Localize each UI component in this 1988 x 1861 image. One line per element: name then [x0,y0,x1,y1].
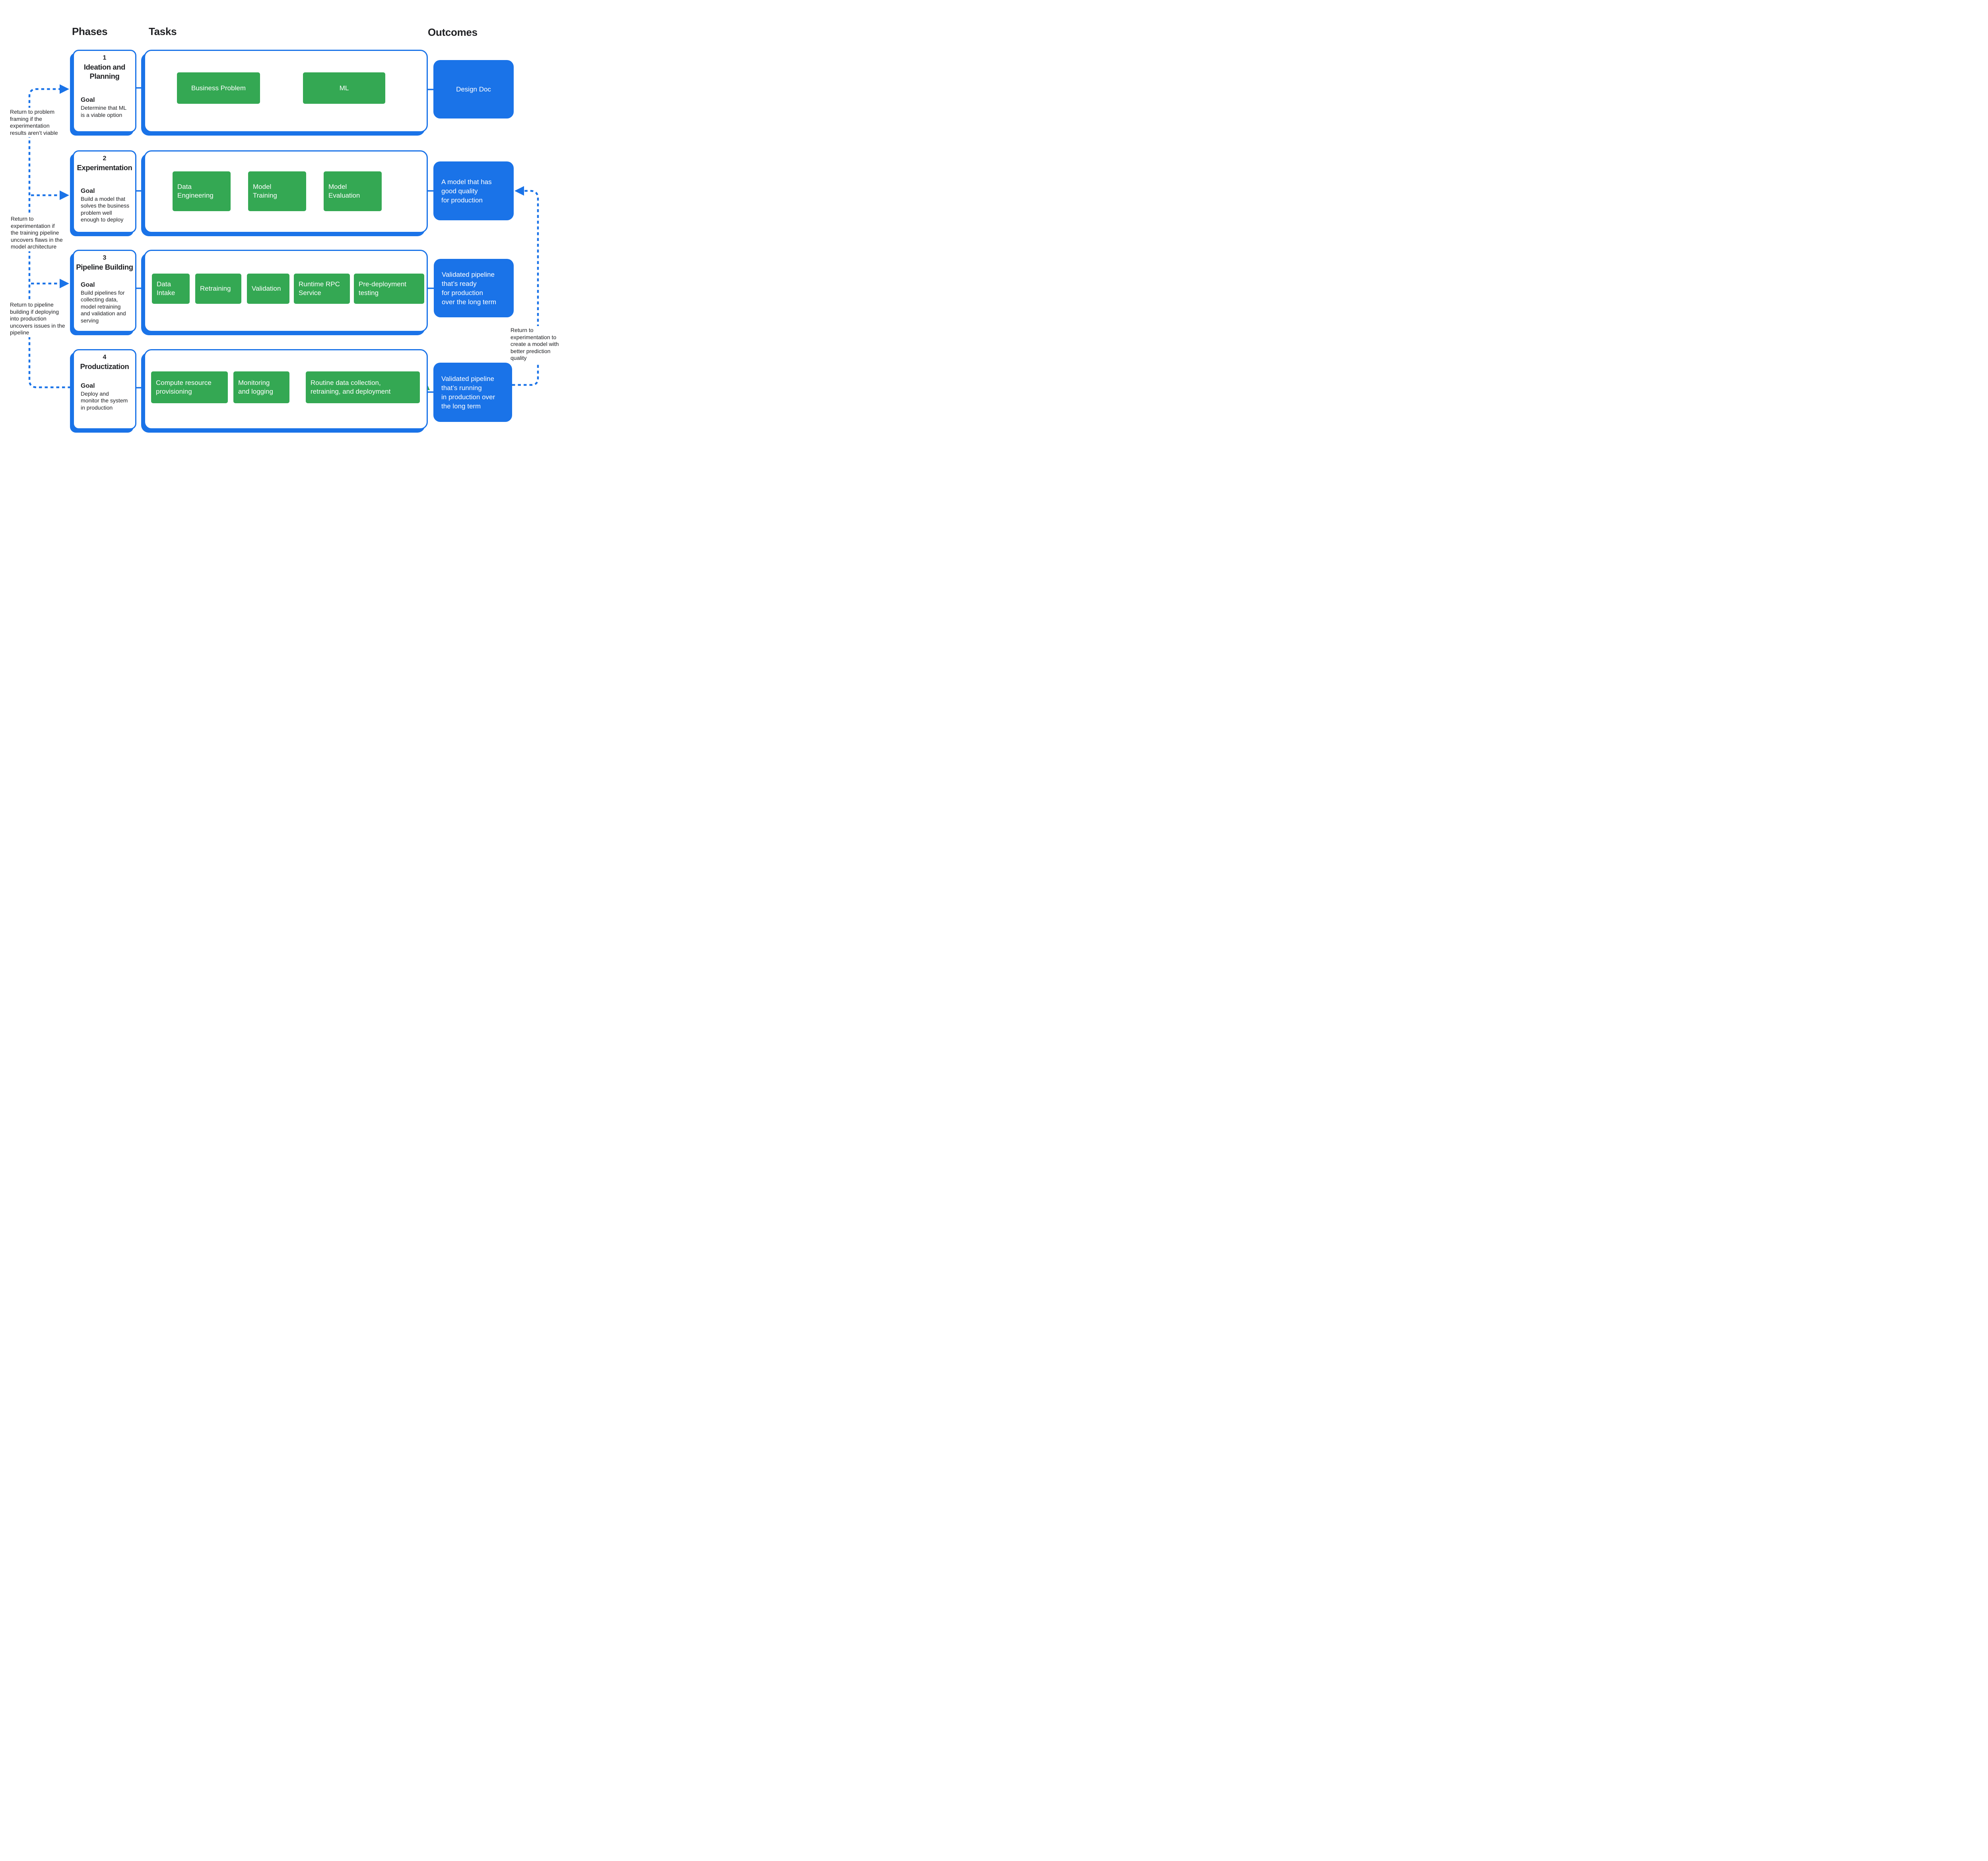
task-label: Retraining [200,285,231,293]
task-validation: Validation [247,274,289,304]
task-monitoring-logging: Monitoring and logging [233,371,289,403]
task-data-engineering: Data Engineering [173,171,231,211]
outcome-label: Validated pipeline that’s ready for prod… [442,270,497,306]
note-return-experimentation-right: Return to experimentation to create a mo… [511,326,560,363]
task-model-training: Model Training [248,171,306,211]
task-retraining: Retraining [195,274,241,304]
goal-text: Build pipelines for collecting data, mod… [81,289,126,324]
task-label: Model Training [253,183,277,199]
task-compute-resource-provisioning: Compute resource provisioning [151,371,228,403]
task-routine-collection-retraining-deployment: Routine data collection, retraining, and… [306,371,420,403]
outcome-label: Validated pipeline that’s running in pro… [441,375,495,410]
phase-number: 2 [103,155,107,162]
outcome-label: A model that has good quality for produc… [441,178,492,204]
phase-goal: Goal Build a model that solves the busin… [74,188,135,223]
outcomes-column-header: Outcomes [428,26,478,38]
note-return-pipeline-building: Return to pipeline building if deploying… [10,301,66,337]
task-model-evaluation: Model Evaluation [324,171,382,211]
task-runtime-rpc-service: Runtime RPC Service [294,274,350,304]
task-label: Data Engineering [177,183,214,199]
task-label: Data Intake [157,280,175,297]
goal-label: Goal [81,97,95,104]
goal-text: Deploy and monitor the system in product… [81,390,128,411]
phase-box-ideation-planning: 1 Ideation and Planning Goal Determine t… [73,50,136,132]
task-data-intake: Data Intake [152,274,190,304]
phase-number: 1 [103,54,107,61]
task-predeployment-testing: Pre-deployment testing [354,274,424,304]
task-ml: ML [303,72,385,104]
task-label: Monitoring and logging [238,379,273,395]
outcome-validated-pipeline-running: Validated pipeline that’s running in pro… [433,363,512,422]
return-path-left [28,88,71,389]
phase-title: Pipeline Building [76,263,133,271]
phase-box-experimentation: 2 Experimentation Goal Build a model tha… [73,150,136,233]
phase-goal: Goal Build pipelines for collecting data… [74,282,135,324]
goal-text: Build a model that solves the business p… [81,195,130,223]
task-label: Pre-deployment testing [359,280,407,297]
goal-label: Goal [81,281,95,288]
goal-text: Determine that ML is a viable option [81,105,127,118]
arrowhead-right-icon [60,190,69,200]
outcome-label: Design Doc [456,85,491,93]
arrowhead-left-icon [514,186,524,196]
task-business-problem: Business Problem [177,72,260,104]
task-label: Compute resource provisioning [156,379,212,395]
outcome-quality-model: A model that has good quality for produc… [433,161,514,220]
phase-title: Ideation and Planning [83,63,126,80]
task-label: Routine data collection, retraining, and… [311,379,391,395]
tasks-column-header: Tasks [149,25,177,37]
phase-box-pipeline-building: 3 Pipeline Building Goal Build pipelines… [73,250,136,332]
outcome-validated-pipeline-ready: Validated pipeline that’s ready for prod… [434,259,514,317]
phase-title: Productization [80,362,129,371]
phase-goal: Goal Determine that ML is a viable optio… [74,97,135,118]
goal-label: Goal [81,187,95,194]
arrowhead-right-icon [60,84,69,94]
mlops-workflow-diagram: Phases Tasks Outcomes 1 Ideation and Pla… [0,0,564,465]
outcome-design-doc: Design Doc [433,60,514,118]
task-label: Model Evaluation [328,183,360,199]
goal-label: Goal [81,382,95,389]
task-label: Runtime RPC Service [299,280,340,297]
phases-column-header: Phases [72,25,108,37]
task-label: Validation [252,285,281,293]
task-label: ML [339,84,349,92]
phase-box-productization: 4 Productization Goal Deploy and monitor… [73,349,136,429]
phase-goal: Goal Deploy and monitor the system in pr… [74,383,135,412]
phase-number: 3 [103,254,107,261]
phase-title: Experimentation [77,163,132,172]
task-label: Business Problem [191,84,246,92]
note-return-experimentation-left: Return to experimentation if the trainin… [11,215,64,251]
phase-number: 4 [103,354,107,361]
arrowhead-right-icon [60,279,69,288]
note-return-problem-framing: Return to problem framing if the experim… [10,108,59,137]
